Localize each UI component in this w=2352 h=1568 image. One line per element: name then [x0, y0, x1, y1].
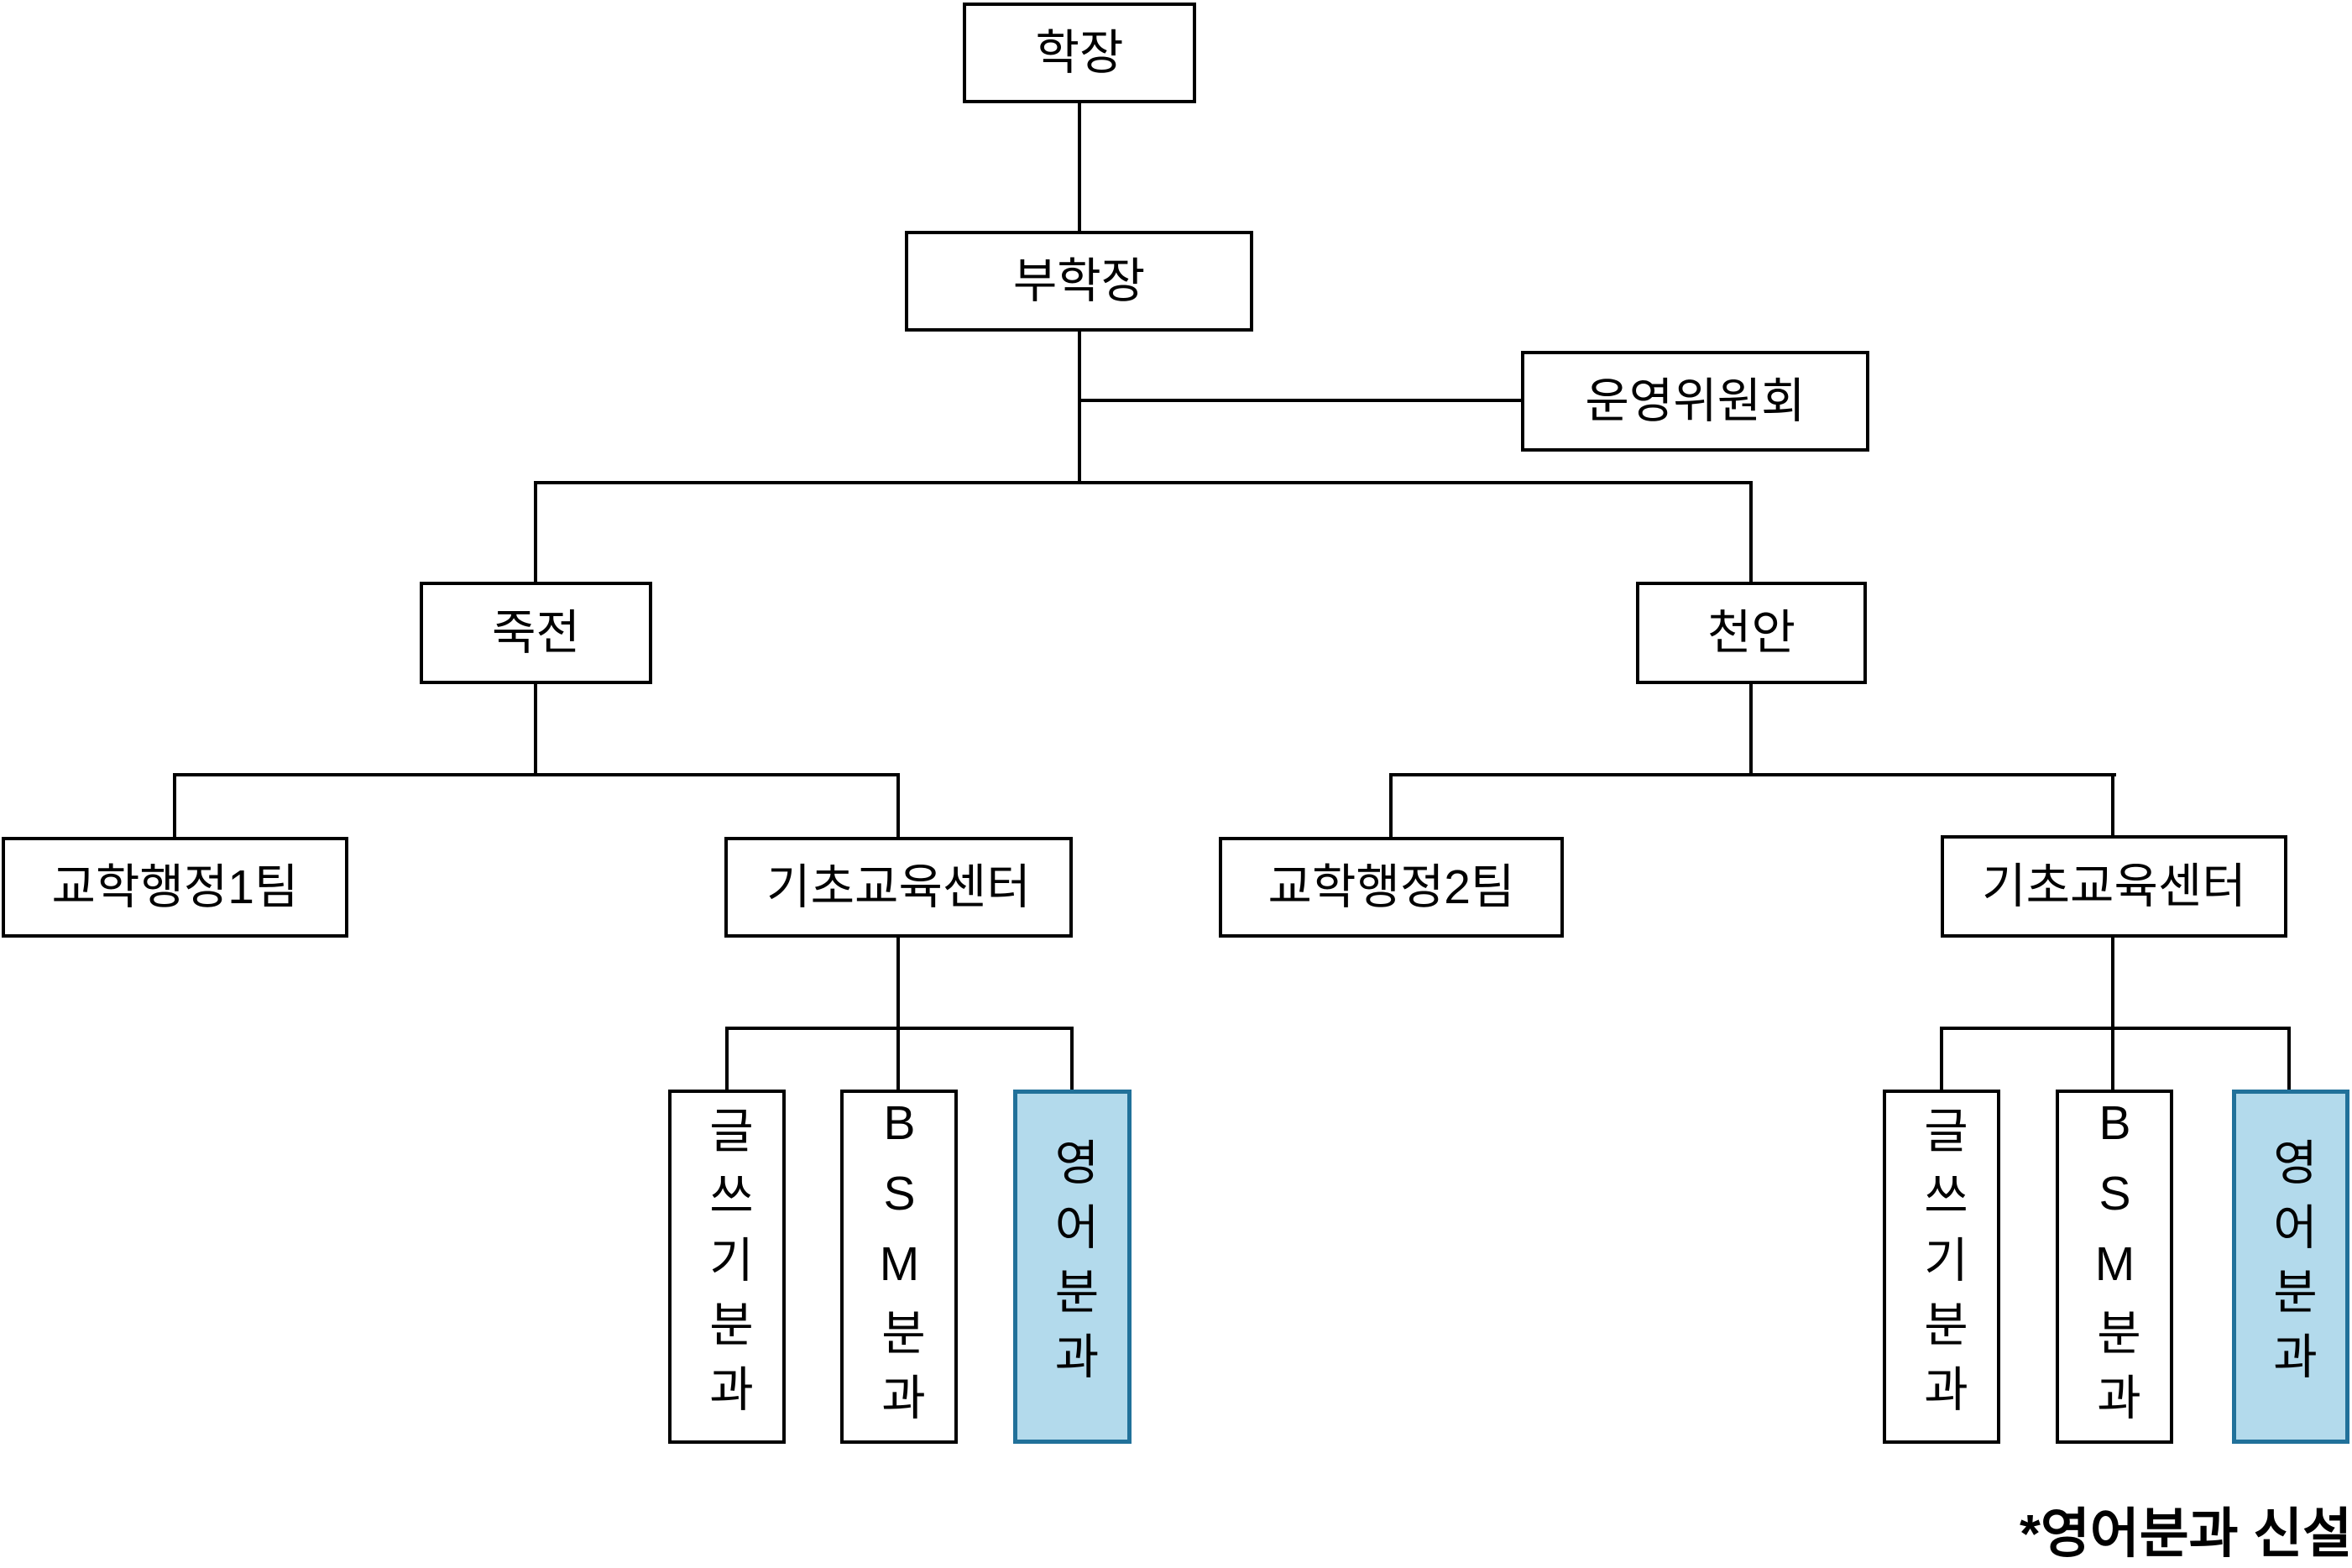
node-admin-team-2: 교학행정2팀 — [1219, 837, 1564, 938]
node-steering-committee: 운영위원회 — [1521, 351, 1869, 452]
connector-drop-bec-jukjeon — [896, 773, 900, 839]
node-english-division-cheonan-label: 영어분과 — [2264, 1137, 2318, 1396]
node-bsm-division-cheonan-label: BSM분과 — [2088, 1096, 2142, 1437]
node-steering-committee-label: 운영위원회 — [1585, 374, 1806, 428]
connector-drop-jukjeon — [534, 481, 537, 583]
connector-drop-bsm-jukjeon — [896, 1027, 900, 1091]
connector-drop-english-jukjeon — [1070, 1027, 1074, 1091]
node-bsm-division-jukjeon-label: BSM분과 — [872, 1096, 927, 1437]
connector-bec-jukjeon-down — [896, 938, 900, 1030]
connector-drop-bsm-cheonan — [2111, 1027, 2114, 1091]
connector-cheonan-down — [1749, 684, 1753, 776]
node-campus-cheonan-label: 천안 — [1707, 605, 1795, 660]
connector-divisions-cheonan-split — [1940, 1027, 2291, 1030]
node-basic-edu-center-cheonan-label: 기초교육센터 — [1982, 859, 2246, 913]
node-writing-division-jukjeon: 글쓰기분과 — [668, 1090, 786, 1444]
node-campus-jukjeon: 죽전 — [420, 582, 652, 684]
node-basic-edu-center-cheonan: 기초교육센터 — [1941, 835, 2287, 938]
node-writing-division-cheonan: 글쓰기분과 — [1883, 1090, 2000, 1444]
connector-drop-admin-team-1 — [173, 773, 176, 839]
node-bsm-division-jukjeon: BSM분과 — [840, 1090, 958, 1444]
node-vice-dean: 부학장 — [905, 231, 1253, 332]
connector-bec-cheonan-down — [2111, 938, 2114, 1028]
node-admin-team-2-label: 교학행정2팀 — [1267, 860, 1515, 914]
connector-jukjeon-split-horizontal — [173, 773, 900, 776]
footnote-english-division-new: *영어분과 신설 — [2020, 1503, 2352, 1564]
node-admin-team-1-label: 교학행정1팀 — [51, 860, 299, 914]
connector-drop-bec-cheonan — [2111, 773, 2114, 837]
node-english-division-jukjeon-label: 영어분과 — [1046, 1137, 1100, 1396]
node-vice-dean-label: 부학장 — [1012, 253, 1146, 308]
node-admin-team-1: 교학행정1팀 — [2, 837, 348, 938]
connector-dean-vice — [1078, 103, 1081, 231]
connector-vice-split-vertical — [1078, 332, 1081, 484]
connector-campus-split-horizontal — [534, 481, 1753, 484]
connector-drop-admin-team-2 — [1389, 773, 1393, 839]
connector-drop-english-cheonan — [2287, 1027, 2291, 1091]
node-dean-label: 학장 — [1035, 25, 1124, 80]
connector-drop-cheonan — [1749, 481, 1753, 583]
node-campus-cheonan: 천안 — [1636, 582, 1867, 684]
node-dean: 학장 — [963, 3, 1196, 103]
node-bsm-division-cheonan: BSM분과 — [2056, 1090, 2173, 1444]
connector-vice-steering — [1078, 399, 1523, 402]
connector-jukjeon-down — [534, 684, 537, 776]
connector-drop-writing-jukjeon — [725, 1027, 729, 1091]
node-basic-edu-center-jukjeon: 기초교육센터 — [724, 837, 1073, 938]
node-english-division-cheonan: 영어분과 — [2232, 1090, 2349, 1444]
node-writing-division-cheonan-label: 글쓰기분과 — [1915, 1105, 1969, 1429]
connector-drop-writing-cheonan — [1940, 1027, 1943, 1091]
node-campus-jukjeon-label: 죽전 — [492, 605, 580, 660]
node-writing-division-jukjeon-label: 글쓰기분과 — [700, 1105, 755, 1429]
node-basic-edu-center-jukjeon-label: 기초교육센터 — [766, 860, 1031, 914]
node-english-division-jukjeon: 영어분과 — [1013, 1090, 1132, 1444]
connector-cheonan-split-horizontal — [1389, 773, 2116, 776]
